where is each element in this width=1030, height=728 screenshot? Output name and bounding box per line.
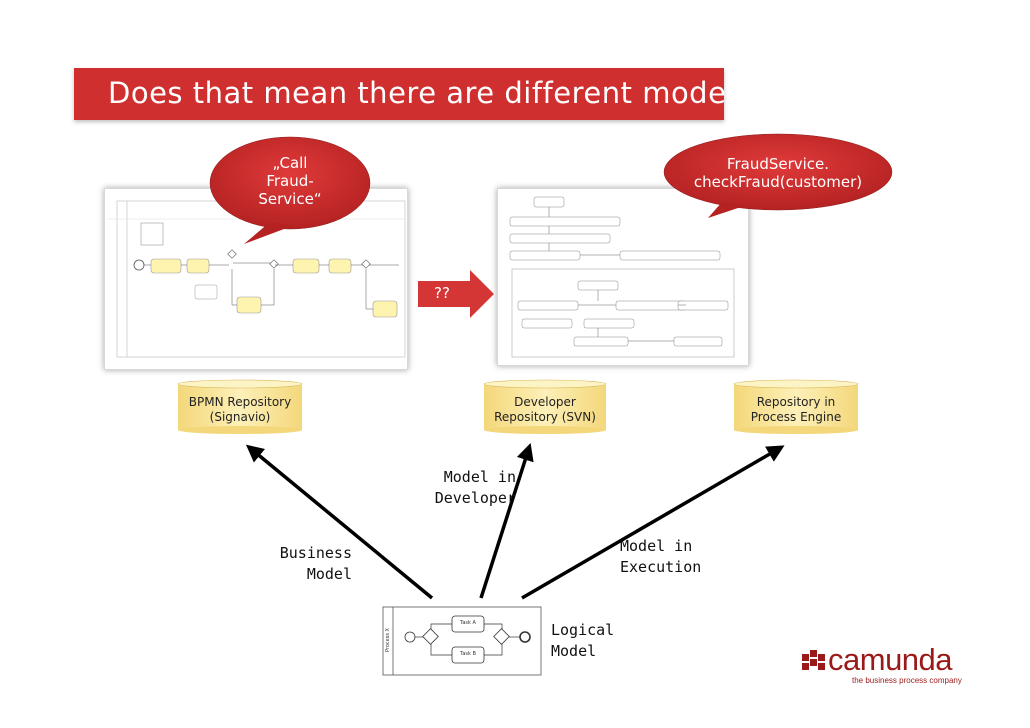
left-speech-bubble: [209, 136, 371, 244]
right-speech-bubble: [663, 133, 893, 218]
title-bar: Does that mean there are different model…: [74, 68, 766, 120]
camunda-tagline: the business process company: [852, 676, 962, 685]
developer-diagram-thumbnail: [509, 196, 735, 358]
bpmn-diagram-thumbnail: [107, 200, 406, 358]
logical-pool-label: Process X: [385, 628, 391, 652]
left-bubble-text: „Call Fraud- Service“: [258, 154, 322, 208]
business-model-label: Business Model: [279, 544, 352, 583]
right-bubble-text: FraudService. checkFraud(customer): [693, 155, 863, 191]
engine-repository-label: Repository in Process Engine: [750, 395, 842, 424]
engine-repository-cylinder: [733, 379, 859, 434]
model-in-execution-label: Model in Execution: [620, 537, 702, 576]
question-arrow-label: ??: [434, 284, 450, 302]
logical-pool-label-box: Process X: [383, 610, 393, 672]
bpmn-repository-label: BPMN Repository (Signavio): [188, 395, 292, 424]
question-arrow: [418, 270, 494, 318]
slide-title: Does that mean there are different model…: [108, 76, 767, 110]
developer-repository-label: Developer Repository (SVN): [494, 395, 596, 424]
developer-screenshot-panel: [497, 188, 749, 366]
logical-task-b-label: Task B: [460, 651, 476, 657]
developer-repository-cylinder: [483, 379, 607, 434]
camunda-logo-icon: [802, 650, 825, 670]
logical-task-a-label: Task A: [460, 620, 476, 626]
bpmn-repository-cylinder: [177, 379, 303, 434]
logical-model-label: Logical Model: [551, 621, 615, 660]
camunda-logo-text: camunda: [828, 642, 953, 677]
arrow-to-bpmn-repository: [245, 444, 434, 600]
bpmn-screenshot-panel: [104, 188, 408, 370]
model-in-developer-label: Model in Developer: [434, 468, 516, 507]
arrow-to-developer-repository: [479, 442, 534, 599]
arrow-to-engine-repository: [521, 445, 785, 600]
logical-model-diagram: [382, 606, 542, 676]
